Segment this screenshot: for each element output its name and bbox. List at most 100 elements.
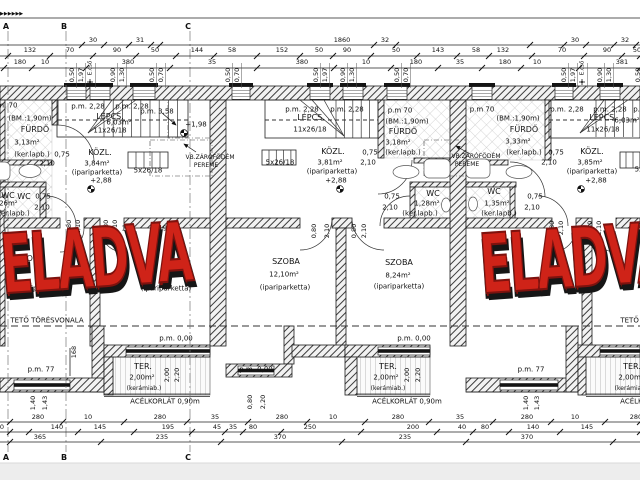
room-label: PEREME	[454, 161, 480, 168]
room-label: KÖZL.	[88, 148, 112, 157]
rotated-dim-label: 0,80	[245, 394, 254, 410]
dim-label: 280	[520, 412, 534, 421]
dim-label: 35	[207, 57, 217, 66]
room-label: p.m. 70	[0, 101, 18, 110]
room-label: (ker.lapb.)	[402, 209, 438, 218]
section-marker: C	[185, 22, 191, 31]
room-label: p.m. 2,28	[71, 102, 105, 111]
rotated-dim-label: 2,20	[258, 394, 267, 410]
dim-label: 30	[88, 35, 98, 44]
section-marker-arrow-icon: ▶	[15, 11, 20, 17]
room-label: (kerámiab.)	[370, 385, 406, 392]
witness-lines	[76, 63, 614, 88]
dim-label: 250	[303, 422, 317, 431]
dim-label: 180	[409, 57, 423, 66]
room-label: 1,35m²	[484, 199, 510, 208]
room-label: p.m. 2,28	[550, 105, 584, 114]
rotated-dim-label: E.cső	[87, 60, 94, 76]
room-label: +2,88	[325, 176, 347, 185]
room-label: 2,10	[360, 158, 376, 167]
room-label: 3,81m²	[317, 158, 343, 167]
dim-label: 10	[361, 57, 371, 66]
room-label: ACÉLKORLÁT 0,90m	[130, 397, 200, 406]
dim-label: 90	[602, 45, 612, 54]
room-label: 6,03m²	[614, 116, 640, 125]
level-symbols	[87, 129, 585, 193]
section-marker-arrow-icon: ▶	[3, 11, 8, 17]
room-label: TETŐ TÖRÉSVONALA	[10, 316, 84, 325]
dim-label: 365	[33, 432, 47, 441]
room-label: 2,00m²	[618, 373, 640, 382]
dim-label: 40	[457, 422, 467, 431]
fixtures	[0, 158, 533, 213]
dim-label: 132	[496, 45, 510, 54]
room-label: (ipariparketta)	[14, 284, 66, 293]
dim-label: 35	[228, 422, 238, 431]
dim-label: 10	[83, 412, 93, 421]
reference-lines	[0, 17, 640, 397]
room-label: TER.	[379, 362, 397, 371]
room-label: (ker.lapb.)	[385, 148, 421, 157]
dim-label: 45	[212, 422, 222, 431]
room-label: VB.ZÁRÓFÖDÉM	[451, 153, 501, 160]
room-label: 2,10	[39, 159, 55, 168]
room-label: TER.	[134, 362, 152, 371]
room-label: (ipariparketta)	[71, 168, 123, 177]
dim-label: 180	[13, 57, 27, 66]
room-label: 5x26/18	[634, 165, 640, 174]
dim-label: 32	[620, 35, 630, 44]
dim-label: 280	[153, 412, 167, 421]
section-marker: B	[60, 22, 68, 31]
room-label: p.m. 0,00	[239, 365, 273, 374]
dim-label: 144	[190, 45, 204, 54]
room-label: +1,98	[185, 120, 207, 129]
room-label: (ker.lapb.)	[506, 148, 542, 157]
room-label: FÜRDŐ	[388, 127, 418, 136]
rear-windows	[13, 346, 640, 391]
dim-label: 132	[23, 45, 37, 54]
room-label: 8,24m²	[385, 271, 411, 280]
room-label: (kerámiab.)	[614, 385, 640, 392]
rotated-dim-label: 0,70	[401, 67, 410, 83]
rotated-dim-label: 0,70	[156, 67, 165, 83]
room-label: (BM.:1,90m)	[496, 114, 540, 123]
rotated-dim-label: 0,90	[108, 67, 117, 83]
section-marker: B	[60, 453, 68, 462]
dim-label: 143	[431, 45, 445, 54]
dim-label: 10	[570, 412, 580, 421]
dim-label: 35	[210, 412, 220, 421]
dim-label: 58	[227, 45, 237, 54]
rotated-dim-label: 0,50	[559, 67, 568, 83]
room-label: 3,84m²	[84, 159, 110, 168]
room-label: 1,28m²	[414, 199, 440, 208]
dim-label: 90	[112, 45, 122, 54]
room-label: p.m. 2,28	[633, 105, 640, 114]
room-label: 12,10m²	[269, 270, 299, 279]
room-label: 3,85m²	[577, 158, 603, 167]
dim-label: 381	[615, 57, 629, 66]
rotated-dim-label: 1,97	[76, 67, 85, 83]
room-label: WC	[17, 192, 31, 201]
room-label: 11x26/18	[586, 125, 620, 134]
dim-label: 58	[471, 45, 481, 54]
dim-label: 50	[150, 45, 160, 54]
room-label: 3,18m²	[385, 138, 411, 147]
room-label: p.m. 3,58	[140, 107, 174, 116]
rotated-dim-label: 0,90	[338, 67, 347, 83]
rotated-dim-label: 0,50	[67, 67, 76, 83]
room-label: 3,33m²	[505, 137, 531, 146]
rotated-dim-label: E.cső	[579, 60, 586, 76]
room-label: +2,88	[90, 176, 112, 185]
room-label: 10	[121, 224, 131, 233]
dim-label: 35	[455, 57, 465, 66]
rotated-dim-label: 168	[69, 345, 78, 359]
dim-label: 0	[0, 422, 5, 431]
section-marker-arrow-icon: ▶	[11, 11, 16, 17]
rotated-dim-label: 1,40	[28, 395, 37, 411]
room-label: TER.	[623, 362, 640, 371]
rotated-dim-label: 1,40	[521, 395, 530, 411]
dim-label: 380	[121, 57, 135, 66]
facade-windows	[64, 83, 623, 100]
section-marker: C	[185, 453, 191, 462]
riser-symbols	[87, 79, 585, 85]
